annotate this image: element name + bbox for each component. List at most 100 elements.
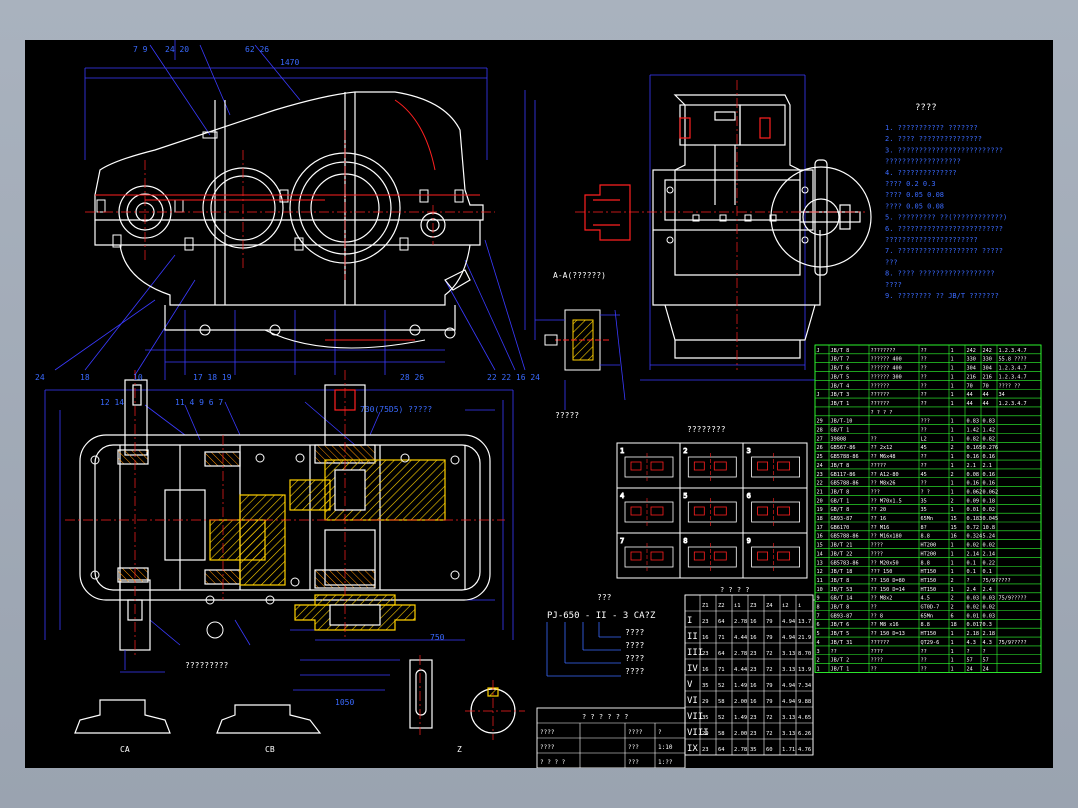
- parts-table-cell: JB/T 53: [831, 587, 853, 593]
- parts-table-cell: GB5788-86: [831, 481, 859, 487]
- parts-table-cell: JB/T 8: [831, 489, 850, 495]
- parts-table-cell: 1.42: [967, 428, 980, 434]
- parts-table-cell: ?????? 400: [871, 366, 902, 372]
- parts-table-cell: GB/T 8: [831, 507, 850, 513]
- ratio-table-cell: 2.78: [734, 747, 747, 753]
- parts-table-cell: 5: [817, 631, 820, 637]
- parts-table-cell: 22: [817, 481, 823, 487]
- parts-table-cell: 26: [817, 445, 823, 451]
- parts-table-cell: GB/T 1: [831, 428, 850, 434]
- grid-cell-number: 7: [620, 537, 624, 545]
- label-section-aa: A-A(??????): [553, 271, 606, 280]
- parts-table-cell: GB93-87: [831, 613, 853, 619]
- parts-table-cell: 0.82: [983, 436, 996, 442]
- note-line: 8. ???? ??????????????????: [885, 270, 995, 278]
- parts-table-cell: 15: [817, 543, 823, 549]
- parts-table-cell: ?? M20x50: [871, 560, 899, 566]
- parts-table-cell: 0.062: [983, 489, 999, 495]
- parts-table-cell: ?: [967, 649, 970, 655]
- parts-table-cell: HT200: [921, 551, 937, 557]
- ratio-table-cell: 64: [718, 747, 725, 753]
- parts-table-cell: ??: [921, 383, 927, 389]
- title-block-cell: 1:??: [658, 759, 673, 766]
- grid-cell-shaft: [693, 551, 705, 561]
- parts-table-cell: 12: [817, 569, 823, 575]
- grid-cell-housing: [751, 501, 800, 523]
- parts-table-cell: 57: [983, 658, 989, 664]
- parts-table-cell: ??: [921, 374, 927, 380]
- ratio-table-cell: 4.44: [734, 667, 748, 673]
- ratio-table-cell: 79: [766, 619, 773, 625]
- parts-table-cell: ??: [921, 392, 927, 398]
- parts-table-cell: 2: [951, 445, 954, 451]
- ratio-table-cell: 16: [750, 699, 757, 705]
- grid-cell-number: 8: [683, 537, 687, 545]
- ratio-table-cell: 3.13: [782, 715, 795, 721]
- model-code-leaders: [546, 622, 621, 677]
- parts-table-cell: 27: [817, 436, 823, 442]
- parts-table-cell: ??: [921, 463, 927, 469]
- parts-table-cell: HT150: [921, 631, 937, 637]
- parts-table-cell: ??? 150: [871, 569, 893, 575]
- label-model-code: PJ-650 - II - 3 CA?Z: [547, 611, 656, 621]
- title-block-cell: ?: [658, 729, 662, 736]
- parts-table-cell: HT150: [921, 569, 937, 575]
- parts-table-cell: JB/T 1: [831, 401, 850, 407]
- label-bottom-balloons-2: 28 26: [400, 373, 424, 382]
- ratio-table-cell: 23: [702, 619, 709, 625]
- parts-table-cell: ????: [871, 658, 884, 664]
- parts-table-cell: ?? 20: [871, 507, 887, 513]
- parts-table-cell: 0.1: [983, 569, 992, 575]
- parts-table-cell: 15: [951, 525, 957, 531]
- parts-table-cell: 1: [951, 348, 954, 354]
- title-block-cell: ? ? ? ?: [540, 759, 566, 766]
- ratio-table-cell: 7.34: [798, 683, 812, 689]
- grid-cell-housing: [687, 501, 737, 523]
- parts-table-cell: 1: [817, 666, 820, 672]
- parts-table-cell: 2: [951, 596, 954, 602]
- label-model-item-2: ????: [625, 641, 644, 650]
- grid-cell-housing: [624, 546, 674, 568]
- ratio-table-cell: 79: [766, 699, 773, 705]
- technical-notes: 1. ??????????? ???????2. ???? ??????????…: [885, 124, 1007, 300]
- parts-table-cell: L2: [921, 436, 927, 442]
- grid-cell-number: 6: [747, 492, 751, 500]
- ratio-table-cell: 1.49: [734, 715, 747, 721]
- parts-table-cell: ????: [871, 649, 884, 655]
- ratio-table-cell: 23: [702, 651, 709, 657]
- label-top-left-nums: 12 14: [100, 398, 124, 407]
- parts-table-cell: 1: [951, 666, 954, 672]
- note-line: ??????????????????????: [885, 236, 978, 244]
- parts-table-cell: 35: [921, 498, 927, 504]
- parts-table-cell: 75/9?????: [983, 578, 1011, 584]
- ratio-table-cell: i2: [782, 603, 789, 609]
- parts-table-cell: 2.1: [983, 463, 992, 469]
- parts-table-cell: 2: [817, 658, 820, 664]
- parts-table-cell: ?????? 400: [871, 357, 902, 363]
- parts-table-cell: 44: [983, 401, 989, 407]
- parts-table-cell: 1: [951, 428, 954, 434]
- parts-table-cell: 0.02: [983, 543, 996, 549]
- ratio-table-cell: 4.65: [798, 715, 811, 721]
- parts-table-cell: 1: [951, 374, 954, 380]
- parts-table-cell: 2: [951, 605, 954, 611]
- parts-table-cell: 1: [951, 383, 954, 389]
- parts-table-cell: 0.165: [967, 445, 983, 451]
- parts-table-cell: 0.276: [983, 445, 999, 451]
- parts-table-cell: 1: [951, 658, 954, 664]
- parts-table-cell: JB/T 31: [831, 640, 853, 646]
- note-line: ???: [885, 258, 898, 266]
- parts-table-cell: 2.18: [967, 631, 980, 637]
- parts-table-cell: 65Mn: [921, 613, 934, 619]
- parts-table-cell: 4.3: [967, 640, 976, 646]
- grid-cell-shaft: [630, 551, 642, 561]
- label-bottom-left-caption: ?????????: [185, 661, 229, 670]
- ratio-table-cell: 2.78: [734, 619, 747, 625]
- parts-table-cell: GT0D-7: [921, 605, 940, 611]
- ratio-table-cell: II: [687, 632, 698, 642]
- note-line: 6. ?????????????????????????: [885, 225, 1003, 233]
